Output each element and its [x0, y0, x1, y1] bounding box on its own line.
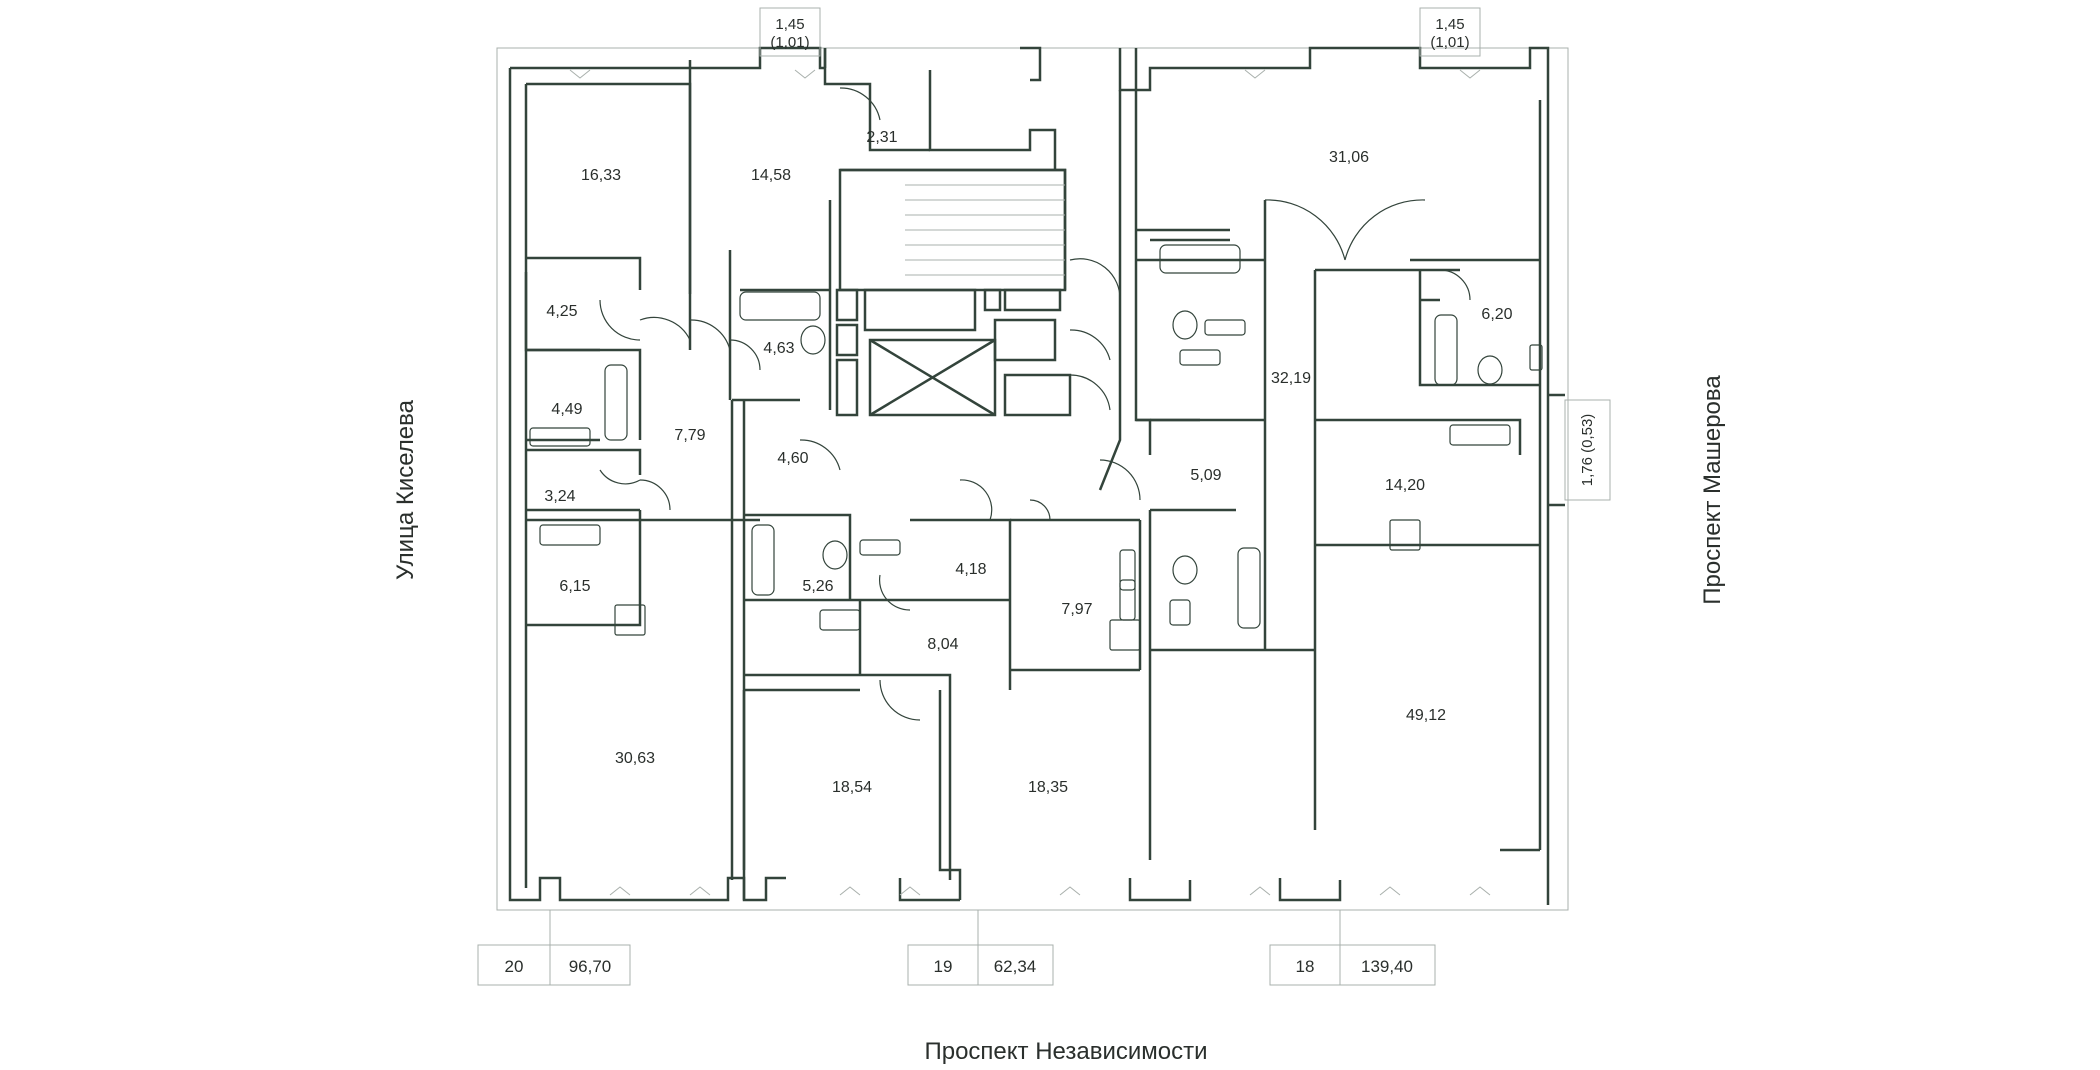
apartment-number: 19 — [934, 957, 953, 976]
balcony-top-left-area: 1,45 — [775, 16, 804, 33]
balcony-top-right — [1419, 7, 1481, 57]
apartment-number: 20 — [505, 957, 524, 976]
room-18-35: 18,35 — [1028, 779, 1068, 796]
walls — [508, 46, 1611, 905]
room-7-97: 7,97 — [1061, 601, 1092, 618]
room-8-04: 8,04 — [927, 636, 958, 653]
room-6-15: 6,15 — [559, 578, 590, 595]
room-16-33: 16,33 — [581, 167, 621, 184]
street-bottom: Проспект Независимости — [924, 1038, 1207, 1065]
room-14-20: 14,20 — [1385, 477, 1425, 494]
balcony-labels: 1,45 (1,01) 1,45 (1,01) 1,76 (0,53) — [770, 16, 1596, 486]
apartment-tags — [477, 910, 1436, 986]
room-6-20: 6,20 — [1481, 306, 1512, 323]
street-labels: Улица Киселева Проспект Машерова Проспек… — [392, 375, 1726, 1065]
balcony-top-left-area-reduced: (1,01) — [770, 34, 809, 51]
room-4-18: 4,18 — [955, 561, 986, 578]
room-14-58: 14,58 — [751, 167, 791, 184]
room-2-31: 2,31 — [866, 129, 897, 146]
apartment-area: 62,34 — [994, 957, 1037, 976]
balcony-right-area: 1,76 (0,53) — [1579, 414, 1596, 487]
room-7-79: 7,79 — [674, 427, 705, 444]
room-labels: 16,33 14,58 2,31 31,06 4,25 4,63 6,20 4,… — [544, 129, 1512, 796]
room-32-19: 32,19 — [1271, 370, 1311, 387]
room-4-60: 4,60 — [777, 450, 808, 467]
apartment-area: 139,40 — [1361, 957, 1413, 976]
balcony-top-left — [759, 7, 821, 57]
street-right: Проспект Машерова — [1699, 375, 1726, 605]
room-18-54: 18,54 — [832, 779, 872, 796]
street-left: Улица Киселева — [392, 399, 419, 580]
room-5-26: 5,26 — [802, 578, 833, 595]
room-49-12: 49,12 — [1406, 707, 1446, 724]
apartment-tag-text: 20 96,70 19 62,34 18 139,40 — [505, 957, 1413, 976]
room-3-24: 3,24 — [544, 488, 575, 505]
room-31-06: 31,06 — [1329, 149, 1369, 166]
windows — [569, 69, 1491, 896]
room-4-25: 4,25 — [546, 303, 577, 320]
doors — [599, 87, 1471, 721]
balcony-top-right-area: 1,45 — [1435, 16, 1464, 33]
room-4-49: 4,49 — [551, 401, 582, 418]
apartment-area: 96,70 — [569, 957, 612, 976]
apartment-number: 18 — [1296, 957, 1315, 976]
room-5-09: 5,09 — [1190, 467, 1221, 484]
balcony-top-right-area-reduced: (1,01) — [1430, 34, 1469, 51]
fixtures — [529, 244, 1543, 651]
room-30-63: 30,63 — [615, 750, 655, 767]
room-4-63: 4,63 — [763, 340, 794, 357]
